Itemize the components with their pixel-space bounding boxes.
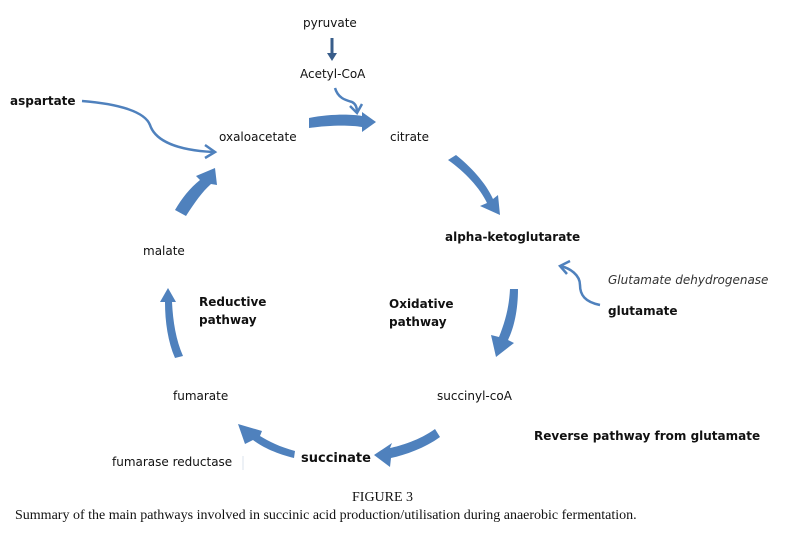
node-malate: malate bbox=[143, 244, 185, 258]
reverse-pathway-label: Reverse pathway from glutamate bbox=[534, 429, 761, 443]
arrow-citrate-to-akg bbox=[448, 155, 500, 215]
oxidative-pathway-line1: Oxidative bbox=[389, 297, 454, 311]
node-glutamate: glutamate bbox=[608, 304, 678, 318]
arrow-glutamate-to-akg bbox=[559, 264, 601, 307]
node-aspartate: aspartate bbox=[10, 94, 76, 108]
node-fumarate: fumarate bbox=[173, 389, 229, 403]
oxidative-pathway-line2: pathway bbox=[389, 315, 447, 329]
arrow-fumarate-to-malate bbox=[160, 288, 183, 358]
arrow-akg-to-succinylcoa bbox=[491, 289, 518, 357]
arrow-succinylcoa-to-succinate bbox=[374, 429, 440, 467]
node-alpha-ketoglutarate: alpha-ketoglutarate bbox=[445, 230, 581, 244]
arrow-acetylcoa-to-citrate bbox=[333, 87, 359, 113]
node-citrate: citrate bbox=[390, 130, 430, 144]
reductive-pathway-line1: Reductive bbox=[199, 295, 267, 309]
figure-label: FIGURE 3 bbox=[352, 490, 414, 505]
reductive-pathway-line2: pathway bbox=[199, 313, 257, 327]
node-pyruvate: pyruvate bbox=[303, 16, 357, 30]
arrow-succinate-to-fumarate bbox=[238, 424, 295, 458]
arrow-malate-to-oxaloacetate bbox=[175, 168, 217, 216]
node-acetyl-coa: Acetyl-CoA bbox=[300, 67, 366, 81]
node-succinate: succinate bbox=[301, 451, 371, 466]
node-oxaloacetate: oxaloacetate bbox=[219, 130, 297, 144]
figure-caption: Summary of the main pathways involved in… bbox=[15, 508, 637, 523]
enzyme-glutamate-dehydrogenase: Glutamate dehydrogenase bbox=[608, 273, 769, 287]
node-succinyl-coa: succinyl-coA bbox=[437, 389, 512, 403]
arrow-aspartate-to-oxaloacetate bbox=[81, 99, 214, 154]
arrow-pyruvate-to-acetylcoa bbox=[327, 38, 337, 61]
enzyme-fumarase-reductase: fumarase reductase bbox=[112, 455, 233, 469]
arrow-oxaloacetate-to-citrate bbox=[309, 112, 376, 132]
